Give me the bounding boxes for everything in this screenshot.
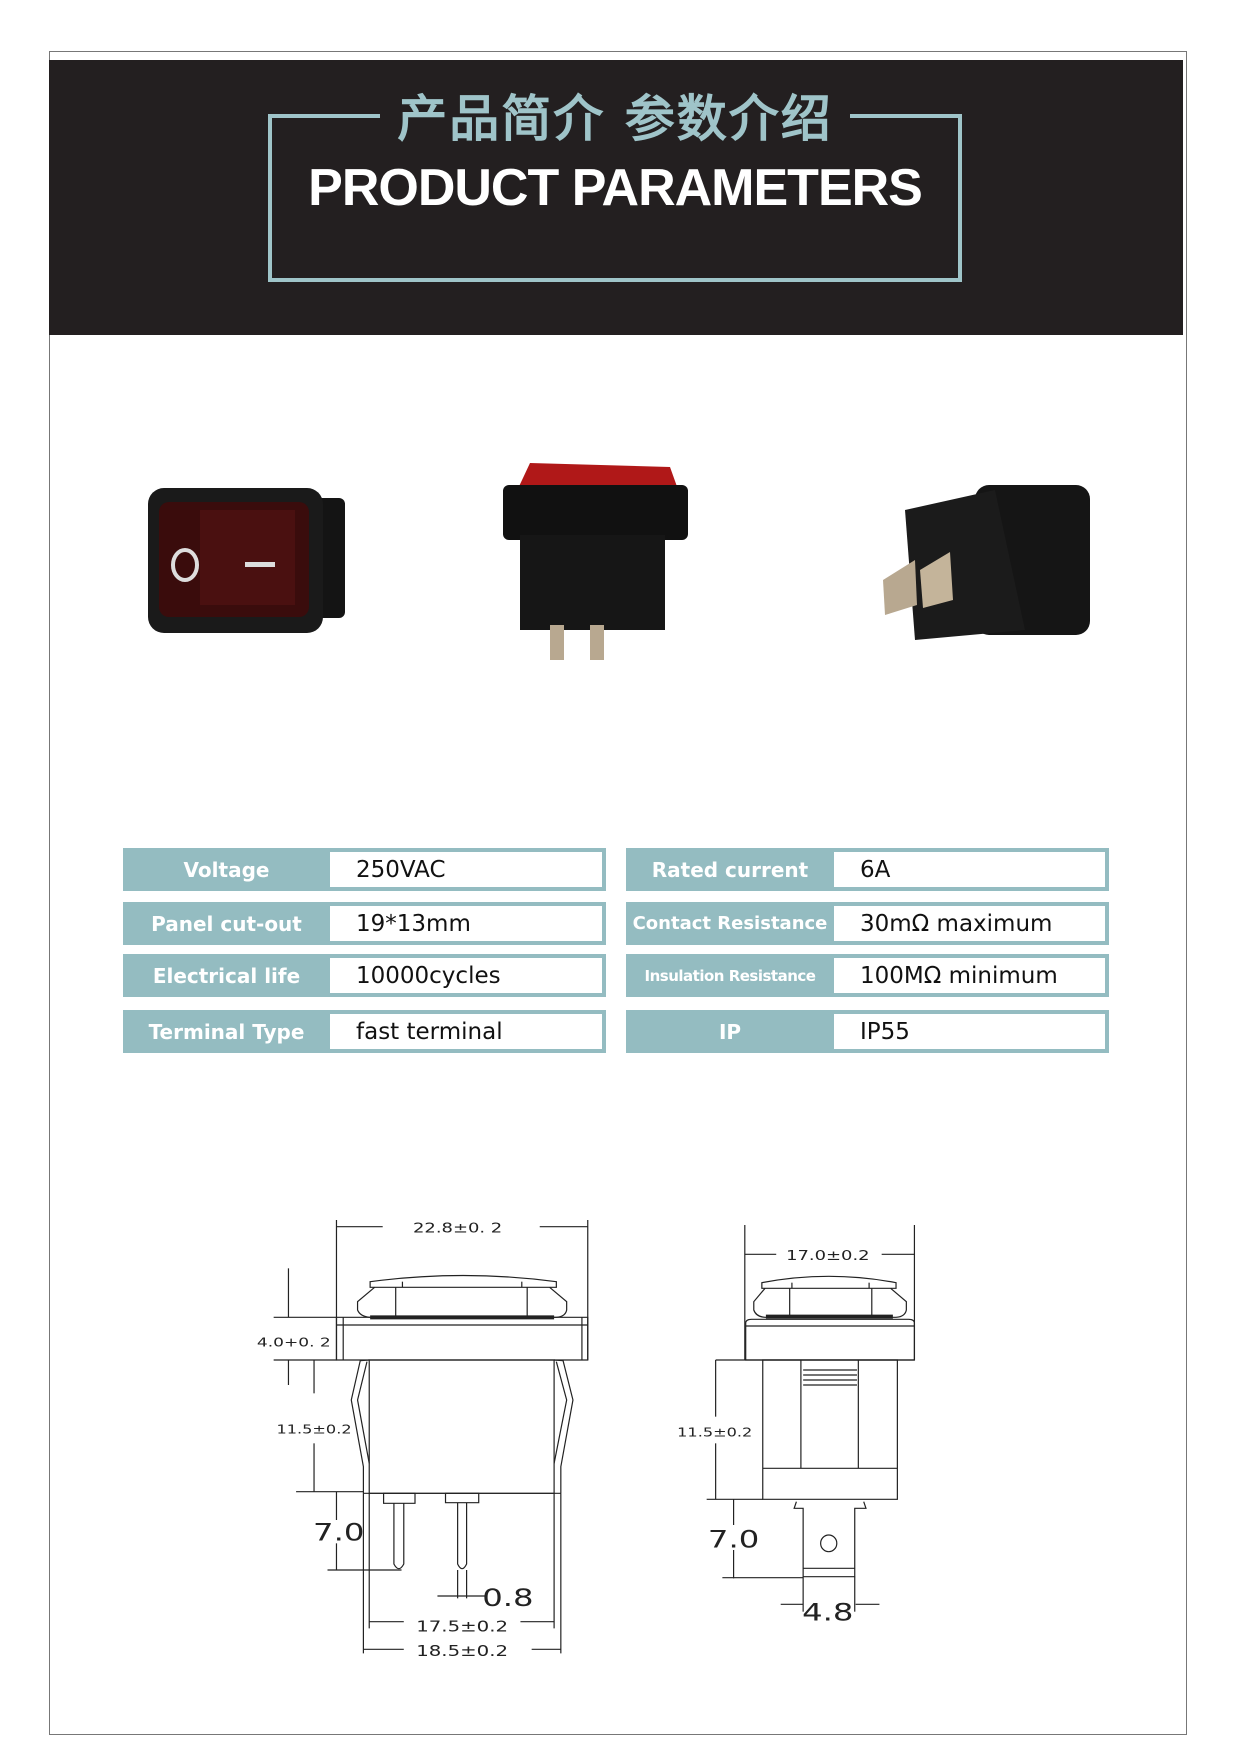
param-row-terminal-type: Terminal Type fast terminal <box>123 1010 606 1053</box>
param-label: Insulation Resistance <box>644 966 816 985</box>
param-label: Electrical life <box>152 963 301 988</box>
param-value: 19*13mm <box>330 906 602 941</box>
dim-side-terminal-length: 7.0 <box>708 1525 759 1553</box>
side-view-dimension-labels: 17.0±0.2 11.5±0.2 7.0 4.8 <box>677 1247 869 1626</box>
page-border <box>49 51 1187 1735</box>
dim-front-body-height: 11.5±0.2 <box>276 1423 351 1436</box>
dim-front-width: 22.8±0. 2 <box>413 1220 502 1236</box>
param-row-rated-current: Rated current 6A <box>626 848 1109 891</box>
rocker-switch-front-photo <box>148 488 345 633</box>
param-value: 10000cycles <box>330 958 602 993</box>
dim-front-terminal-thickness: 0.8 <box>482 1584 533 1612</box>
param-value: 250VAC <box>330 852 602 887</box>
param-row-insulation-resistance: Insulation Resistance 100MΩ minimum <box>626 954 1109 997</box>
dim-side-terminal-width: 4.8 <box>802 1599 853 1627</box>
param-row-ip: IP IP55 <box>626 1010 1109 1053</box>
param-value: 6A <box>834 852 1105 887</box>
param-label: Rated current <box>651 857 809 882</box>
dimension-drawings: 22.8±0. 2 4.0+0. 2 11.5±0.2 7.0 0.8 17.5… <box>257 1210 940 1660</box>
param-value: fast terminal <box>330 1014 602 1049</box>
param-value: 100MΩ minimum <box>834 958 1105 993</box>
param-label: IP <box>718 1019 742 1044</box>
front-view-drawing <box>274 1220 588 1653</box>
param-row-electrical-life: Electrical life 10000cycles <box>123 954 606 997</box>
front-view-dimension-labels: 22.8±0. 2 4.0+0. 2 11.5±0.2 7.0 0.8 17.5… <box>257 1220 534 1660</box>
dim-front-flange: 4.0+0. 2 <box>257 1335 331 1350</box>
title-english: PRODUCT PARAMETERS <box>308 159 923 217</box>
param-label: Voltage <box>183 857 270 882</box>
rocker-switch-back-photo <box>883 485 1090 640</box>
param-row-contact-resistance: Contact Resistance 30mΩ maximum <box>626 902 1109 945</box>
param-row-panel-cutout: Panel cut-out 19*13mm <box>123 902 606 945</box>
side-view-drawing <box>707 1225 915 1612</box>
rocker-switch-side-photo <box>503 463 688 660</box>
param-label: Panel cut-out <box>151 911 302 936</box>
dim-front-terminal-length: 7.0 <box>313 1519 364 1547</box>
dim-side-width: 17.0±0.2 <box>786 1247 869 1263</box>
param-value: IP55 <box>834 1014 1105 1049</box>
dim-side-body-height: 11.5±0.2 <box>677 1427 752 1440</box>
param-label: Contact Resistance <box>632 913 828 934</box>
param-label: Terminal Type <box>148 1019 305 1044</box>
dim-front-inner-width: 17.5±0.2 <box>416 1619 508 1636</box>
dim-front-outer-width: 18.5±0.2 <box>416 1643 508 1660</box>
title-chinese: 产品简介 参数介绍 <box>380 88 850 150</box>
param-value: 30mΩ maximum <box>834 906 1105 941</box>
param-row-voltage: Voltage 250VAC <box>123 848 606 891</box>
